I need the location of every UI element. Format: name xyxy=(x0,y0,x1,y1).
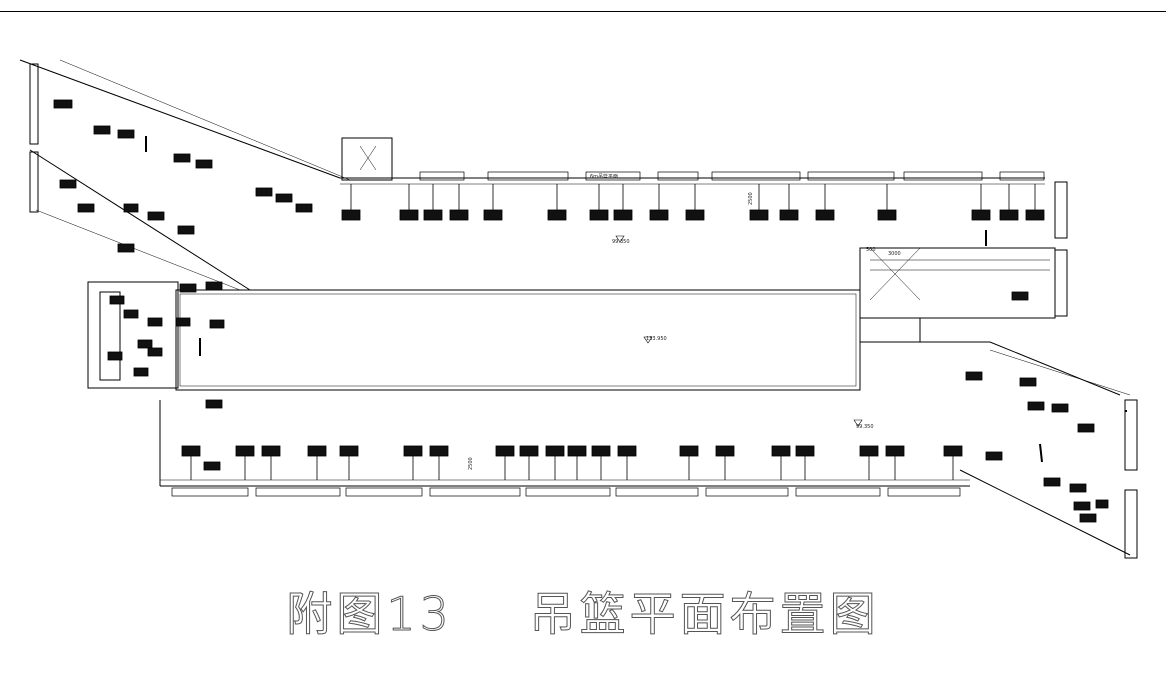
elevation-top: 99.350 xyxy=(612,239,630,245)
central-building-inner xyxy=(179,293,857,387)
left-block xyxy=(87,281,179,389)
elevation-center: 133.950 xyxy=(646,336,667,342)
top-basket-row xyxy=(341,209,1045,221)
top-basket-rods xyxy=(350,184,1036,210)
basket-label-sample: 6m吊篮平面 xyxy=(590,173,618,180)
marker-bars xyxy=(145,136,1127,463)
right-connector xyxy=(860,341,1121,396)
dim-gap-left: 500 xyxy=(866,247,876,253)
caption-number: 附图13 xyxy=(286,587,453,642)
central-building xyxy=(175,289,861,391)
dimension-labels: 2500 2500 500 3000 xyxy=(468,192,901,470)
top-rule xyxy=(0,11,1166,12)
drawing-caption: 附图13 吊篮平面布置图 xyxy=(0,578,1166,644)
left-wing-edge xyxy=(29,149,251,291)
caption-title: 吊篮平面布置图 xyxy=(529,587,880,642)
dim-top-offset: 2500 xyxy=(748,192,754,205)
bottom-right-wing-edge xyxy=(959,469,1131,556)
right-wing-baskets xyxy=(965,291,1109,523)
bottom-basket-rods xyxy=(190,456,954,480)
top-left-wing-edge xyxy=(19,59,341,179)
dim-bottom-offset: 2500 xyxy=(468,457,474,470)
top-left-wing-baskets xyxy=(53,99,313,471)
bottom-basket-row xyxy=(181,445,963,457)
bottom-label-boxes xyxy=(171,487,961,497)
top-label-boxes xyxy=(419,171,1045,181)
right-upper-block xyxy=(859,247,1056,319)
elevation-markers: 99.350 133.950 99.350 xyxy=(612,235,874,430)
dim-gap-right: 3000 xyxy=(888,251,901,257)
elevation-right: 99.350 xyxy=(856,424,874,430)
equipment-box xyxy=(341,137,393,181)
